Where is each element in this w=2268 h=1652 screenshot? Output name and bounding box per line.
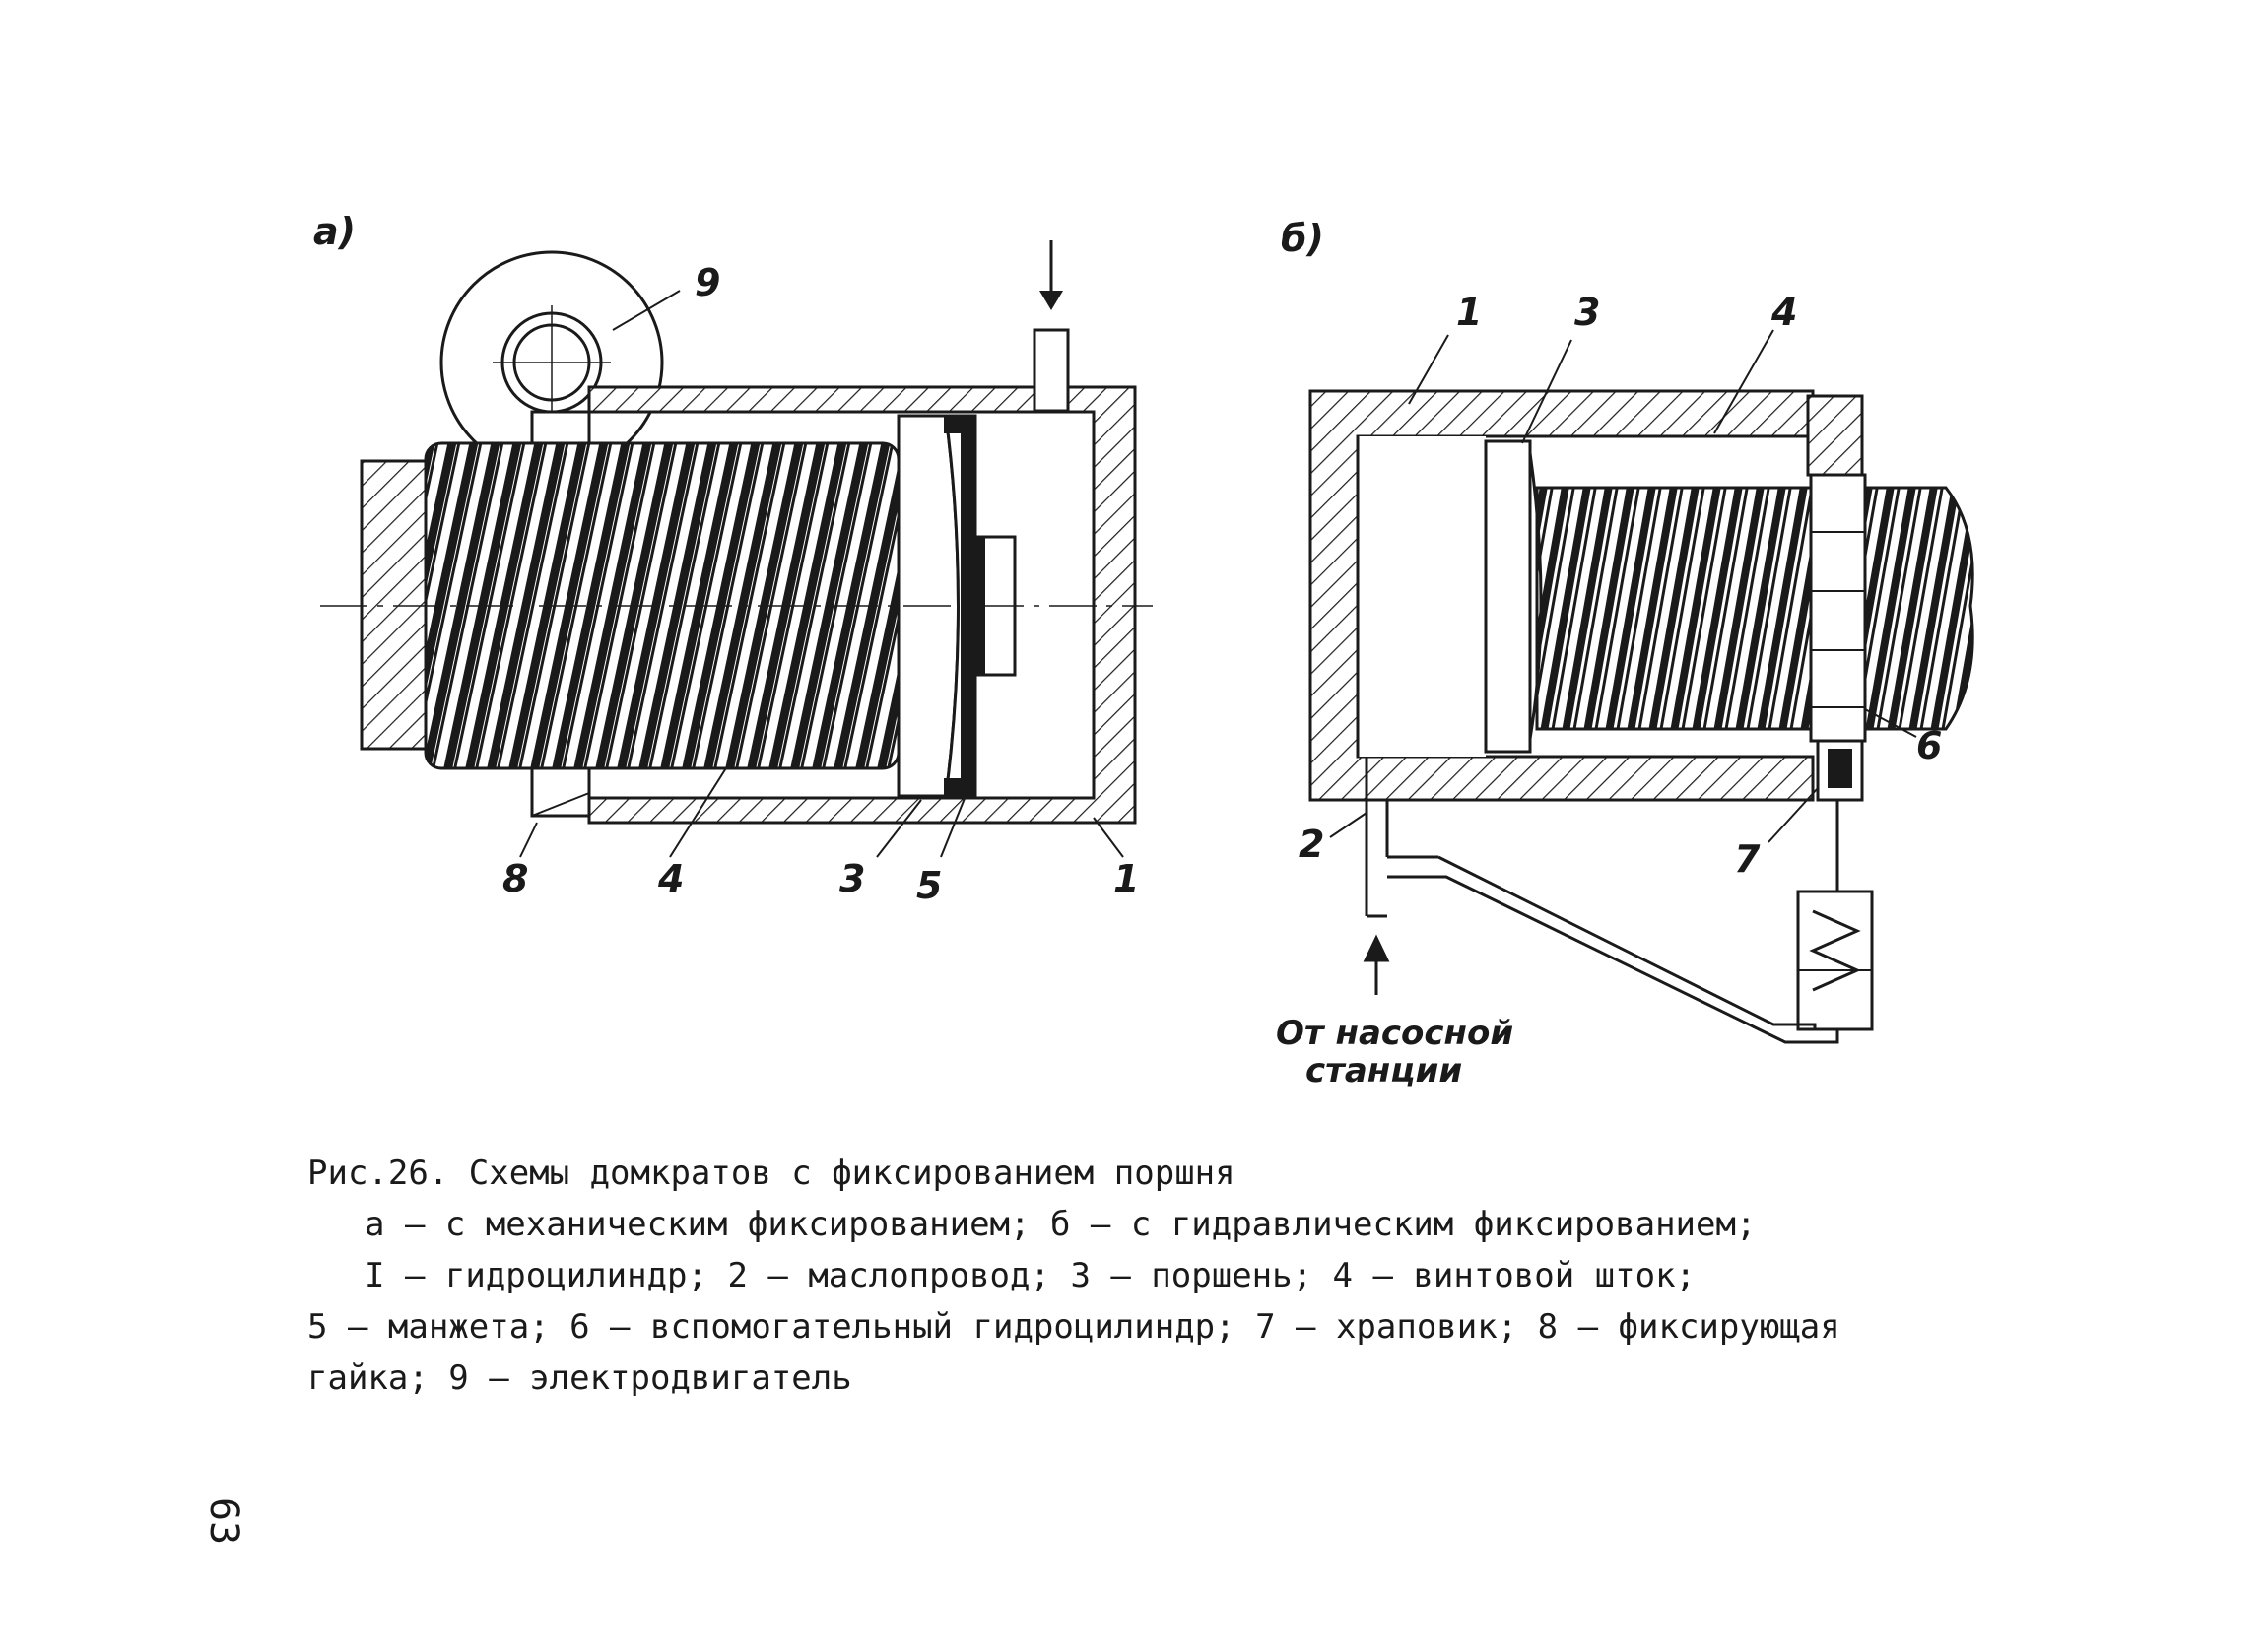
leaders-b [1329, 329, 1917, 843]
label-b-6: 6 [1916, 724, 1942, 767]
auxiliary-cylinder-6 [1796, 739, 1874, 1031]
label-a-3: 3 [839, 857, 865, 900]
leaders-a [519, 762, 1124, 858]
piston-b-3 [1484, 439, 1543, 754]
electric-motor-9 [439, 250, 681, 475]
source-label-line1: От насосной [1276, 1014, 1513, 1053]
label-b-3: 3 [1574, 291, 1600, 334]
source-label-line2: станции [1305, 1051, 1462, 1090]
diagram-a: a) [313, 210, 1153, 907]
ratchet-7 [1806, 394, 1867, 743]
label-b-7: 7 [1734, 837, 1761, 881]
label-a-8: 8 [502, 857, 528, 900]
caption-line-4: гайка; 9 – электродвигатель [307, 1358, 852, 1398]
label-b-2: 2 [1299, 823, 1324, 866]
label-a-4: 4 [657, 857, 684, 900]
diagram-b: б) [1276, 217, 1974, 1090]
label-b-1: 1 [1456, 291, 1482, 334]
oil-line-2 [1363, 757, 1839, 1044]
label-b-4: 4 [1770, 291, 1797, 334]
label-a-9: 9 [695, 261, 720, 304]
label-a-1: 1 [1113, 857, 1139, 900]
caption-line-1: а – с механическим фиксированием; б – с … [365, 1205, 1757, 1244]
panel-label-a: a) [313, 210, 356, 253]
caption-line-3: 5 – манжета; 6 – вспомогательный гидроци… [307, 1307, 1840, 1347]
hydraulic-cylinder-b-1 [1308, 389, 1815, 802]
label-a-5: 5 [916, 864, 942, 907]
screw-rod-b-4 [1535, 486, 1974, 731]
panel-label-b: б) [1281, 217, 1324, 260]
figure-caption: Рис.26. Схемы домкратов с фиксированием … [307, 1148, 1903, 1404]
hydraulic-cylinder-1 [587, 240, 1137, 825]
caption-title: Рис.26. Схемы домкратов с фиксированием … [307, 1154, 1235, 1193]
page-number: 63 [201, 1497, 246, 1546]
caption-line-2: I – гидроцилиндр; 2 – маслопровод; 3 – п… [365, 1256, 1697, 1295]
